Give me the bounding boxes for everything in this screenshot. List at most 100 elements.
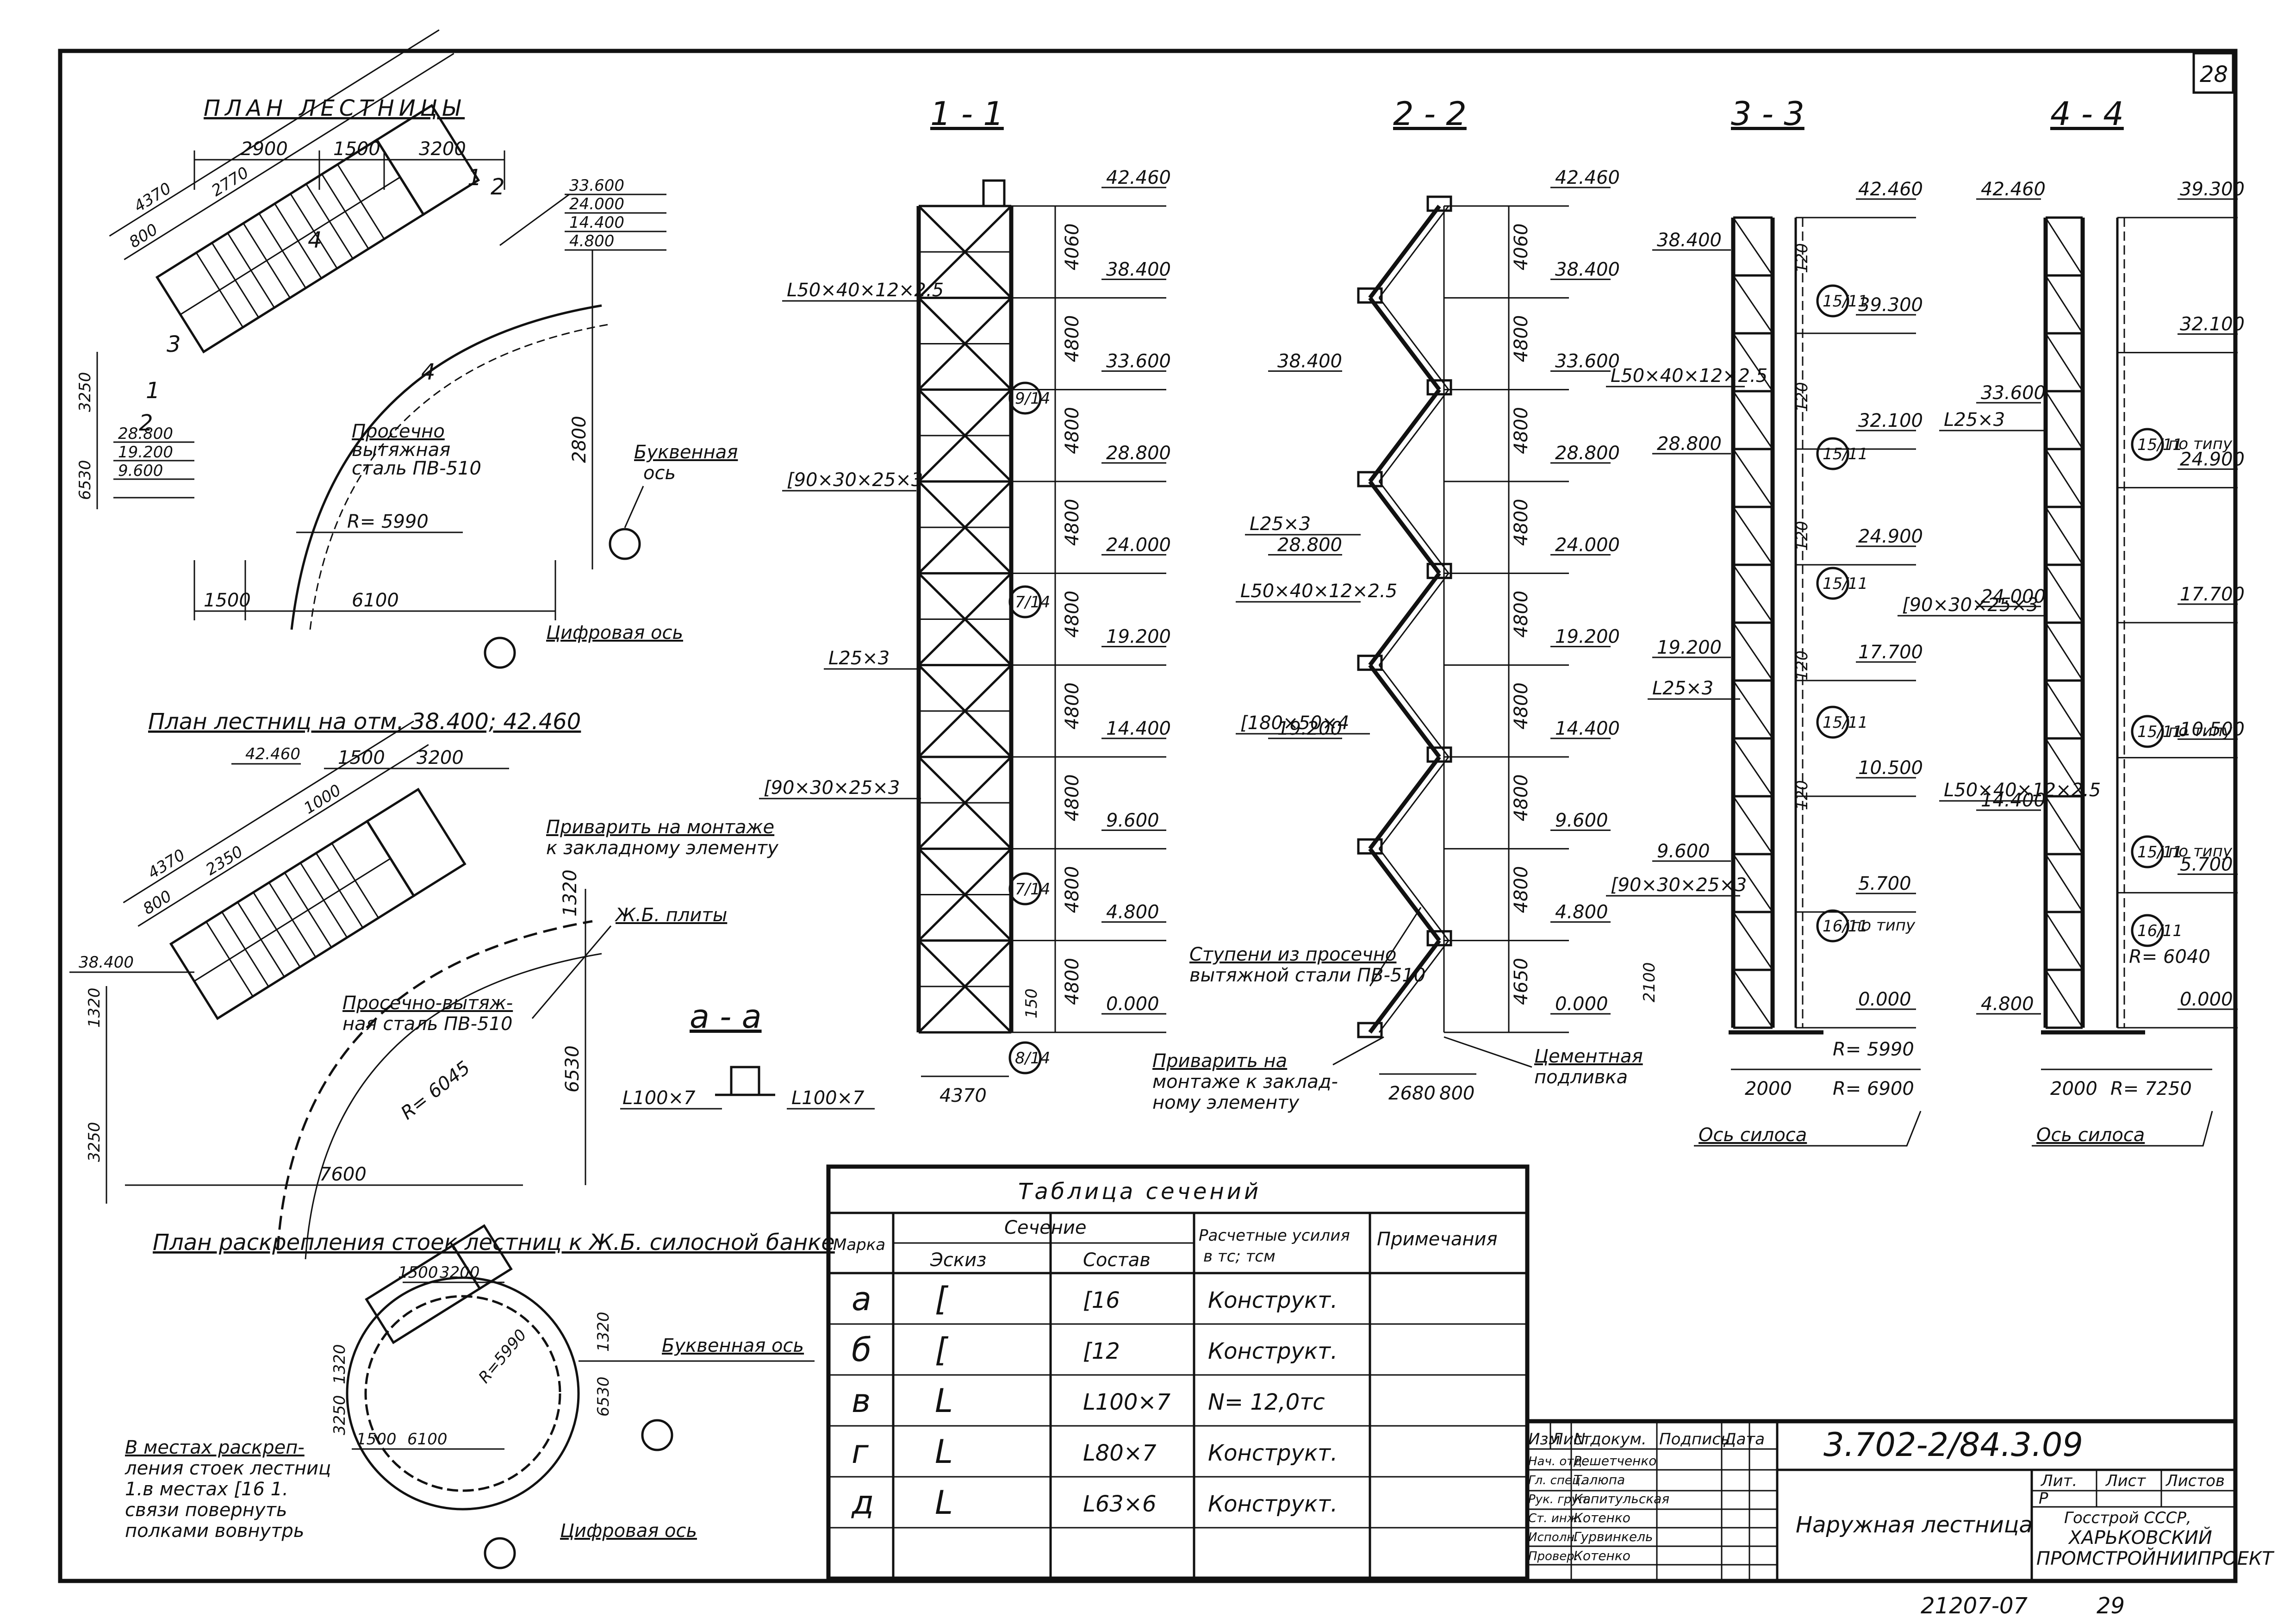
sec22-level: 42.460 [1555,167,1620,188]
sec44-callout-3: L50×40×12×2.5 [1944,780,2101,801]
sec22-level: 28.800 [1555,443,1620,464]
stair-landing [1357,1022,1383,1038]
sec44-level-right: 17.700 [2180,584,2245,605]
sec22-level: 14.400 [1555,718,1620,739]
plan1-dim-1320: 3250 [76,372,94,412]
sec33-brace [1732,564,1773,623]
stamp-h-1: Лист [1550,1430,1592,1449]
node-mark: 15/11 [1823,575,1868,593]
sec11-callout-1: L50×40×12×2.5 [787,280,944,301]
sec11-level: 38.400 [1106,259,1171,280]
sec33-level-right: 32.100 [1858,410,1923,431]
section-4-4: 4 - 4 39.30032.10024.90017.70010.5005.70… [1898,95,2245,1147]
sec33-brace [1732,622,1773,681]
plan2-slabs: Ж.Б. плиты [614,905,727,926]
sec11-level: 4.800 [1106,902,1159,923]
sec22-level: 24.000 [1555,534,1620,556]
plan3-letter-axis-circle [641,1419,673,1451]
node-mark-circle [1816,284,1849,318]
sec22-height: 4650 [1511,958,1532,1005]
sec33-brace [1732,217,1773,276]
sec33-dim120: 120 [1793,650,1811,681]
sec33-level-right: 0.000 [1858,989,1911,1010]
stair-stringer [1378,664,1450,757]
stamp-h-4: Дата [1723,1430,1765,1449]
table-row-force: Конструкт. [1208,1440,1338,1466]
sec44-level-left: 4.800 [1981,993,2034,1015]
table-row-mark: в [852,1382,871,1420]
plan2-dim-6530: 6530 [562,1045,583,1093]
stamp-name: Котенко [1574,1548,1630,1563]
tower-3-3-frame: 42.46039.30032.10024.90017.70010.5005.70… [1652,179,1923,1035]
stair-stringer [1378,756,1450,849]
table-row-force: N= 12,0тс [1208,1389,1325,1415]
plan1-radius: R= 5990 [347,511,429,532]
plan1-letter-axis-1: Буквенная [634,442,738,463]
aa-right: L100×7 [791,1087,865,1109]
stair-landing [1426,746,1452,763]
plan3-dim-3250: 3250 [330,1395,349,1435]
sec44-brace [2045,912,2084,970]
bracing-plan: План раскрепления стоек лестниц к Ж.Б. с… [124,1224,835,1569]
plan1-digital-axis-circle [484,637,516,669]
sec22-callout-1: L25×3 [1250,513,1311,535]
table-row-composition: L63×6 [1083,1491,1157,1517]
plan1-digital-axis: Цифровая ось [546,622,683,643]
sec44-brace [2045,275,2084,334]
sec22-left-level: 28.800 [1277,534,1342,556]
sec33-level-right: 42.460 [1858,179,1923,200]
node-mark: 16/11 [1823,917,1868,936]
sec11-level: 19.200 [1106,626,1171,648]
plan2-weld-2: к закладному элементу [546,837,779,859]
sec22-level: 9.600 [1555,810,1608,831]
table-row-mark: а [852,1280,871,1318]
node-mark: 15/11 [2137,843,2183,862]
plan2-weld-1: Приварить на монтаже [546,817,774,838]
sec33-radius: R= 5990 [1833,1039,1914,1060]
stair-landing [1357,838,1383,855]
stair-landing [1426,930,1452,947]
table-row-mark: д [851,1484,874,1522]
node-mark-circle [1008,381,1042,415]
plan1-dim-6530: 2800 [569,416,590,463]
stamp-code: 3.702-2/84.3.09 [1823,1426,2083,1464]
sec44-brace [2045,449,2084,507]
stamp-h-2: N докум. [1574,1430,1647,1449]
node-mark-circle [1008,585,1042,618]
sec33-level-right: 10.500 [1858,757,1923,779]
sec33-brace [1732,449,1773,507]
sec22-level: 38.400 [1555,259,1620,280]
node-mark: 16/11 [2137,922,2183,940]
sec44-brace [2045,680,2084,739]
table-h-notes: Примечания [1377,1229,1498,1250]
node-mark-circle [2131,914,2164,947]
stamp-role: Гл. спец. [1528,1474,1584,1487]
sec33-callout-2: L25×3 [1652,678,1713,699]
stamp-name: Решетченко [1574,1453,1656,1468]
sec33-level-left: 19.200 [1657,637,1722,658]
stair-stringer [1378,389,1450,482]
table-h-forces-1: Расчетные усилия [1199,1226,1350,1245]
stair-flight [1368,847,1441,942]
sec11-height: 4060 [1062,223,1083,270]
sec33-brace [1732,680,1773,739]
sec44-level-right: 0.000 [2180,989,2233,1010]
stair-landing [1357,287,1383,304]
node-mark-circle [1008,872,1042,906]
sec22-height: 4800 [1511,774,1532,821]
plan1-level-box2: 28.800 19.200 9.600 [113,425,194,499]
sec22-height: 4800 [1511,499,1532,546]
node-mark-circle [1816,909,1849,943]
sec22-base-800: 800 [1439,1083,1475,1104]
stair-landing [1357,655,1383,671]
plan1-note-1: Просечно [352,421,445,442]
sec44-level-right: 39.300 [2180,179,2245,200]
table-row-sketch: L [935,1484,953,1522]
table-row-sketch: L [935,1382,953,1420]
plan2-dim-3250: 3250 [85,1122,104,1162]
node-mark-circle [1816,567,1849,600]
sec33-brace [1732,391,1773,450]
table-row-sketch: L [935,1433,953,1471]
